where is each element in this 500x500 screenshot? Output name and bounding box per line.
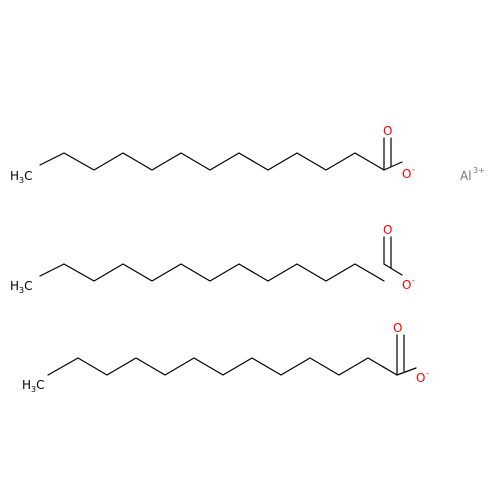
- anion-oxygen-1: O: [402, 167, 411, 181]
- carbon-chain-3: [47, 357, 398, 376]
- anion-charge-2: -: [412, 276, 415, 285]
- anion-bond-3: [396, 367, 417, 376]
- carbon-chain-1: [39, 152, 385, 171]
- carbonyl-oxygen-2: O: [383, 223, 392, 237]
- carbonyl-oxygen-3: O: [393, 321, 402, 335]
- anion-charge-1: -: [412, 165, 415, 174]
- laurate-molecule-3: H3C O O -: [22, 321, 429, 394]
- anion-bond-2: [383, 263, 403, 276]
- anion-charge-3: -: [426, 369, 429, 378]
- carbonyl-oxygen-1: O: [383, 124, 392, 138]
- aluminum-ion: Al 3+: [460, 166, 485, 183]
- methyl-label-1: H3C: [10, 169, 33, 185]
- anion-bond-1: [383, 161, 403, 171]
- aluminum-charge: 3+: [473, 166, 485, 175]
- laurate-molecule-1: H3C O O -: [10, 124, 415, 185]
- aluminum-symbol: Al: [460, 169, 472, 183]
- methyl-label-3: H3C: [22, 378, 45, 394]
- methyl-label-2: H3C: [10, 279, 33, 295]
- anion-oxygen-2: O: [402, 278, 411, 292]
- carbon-chain-2: [39, 263, 385, 282]
- anion-oxygen-3: O: [416, 371, 425, 385]
- laurate-molecule-2: H3C O O -: [10, 223, 415, 295]
